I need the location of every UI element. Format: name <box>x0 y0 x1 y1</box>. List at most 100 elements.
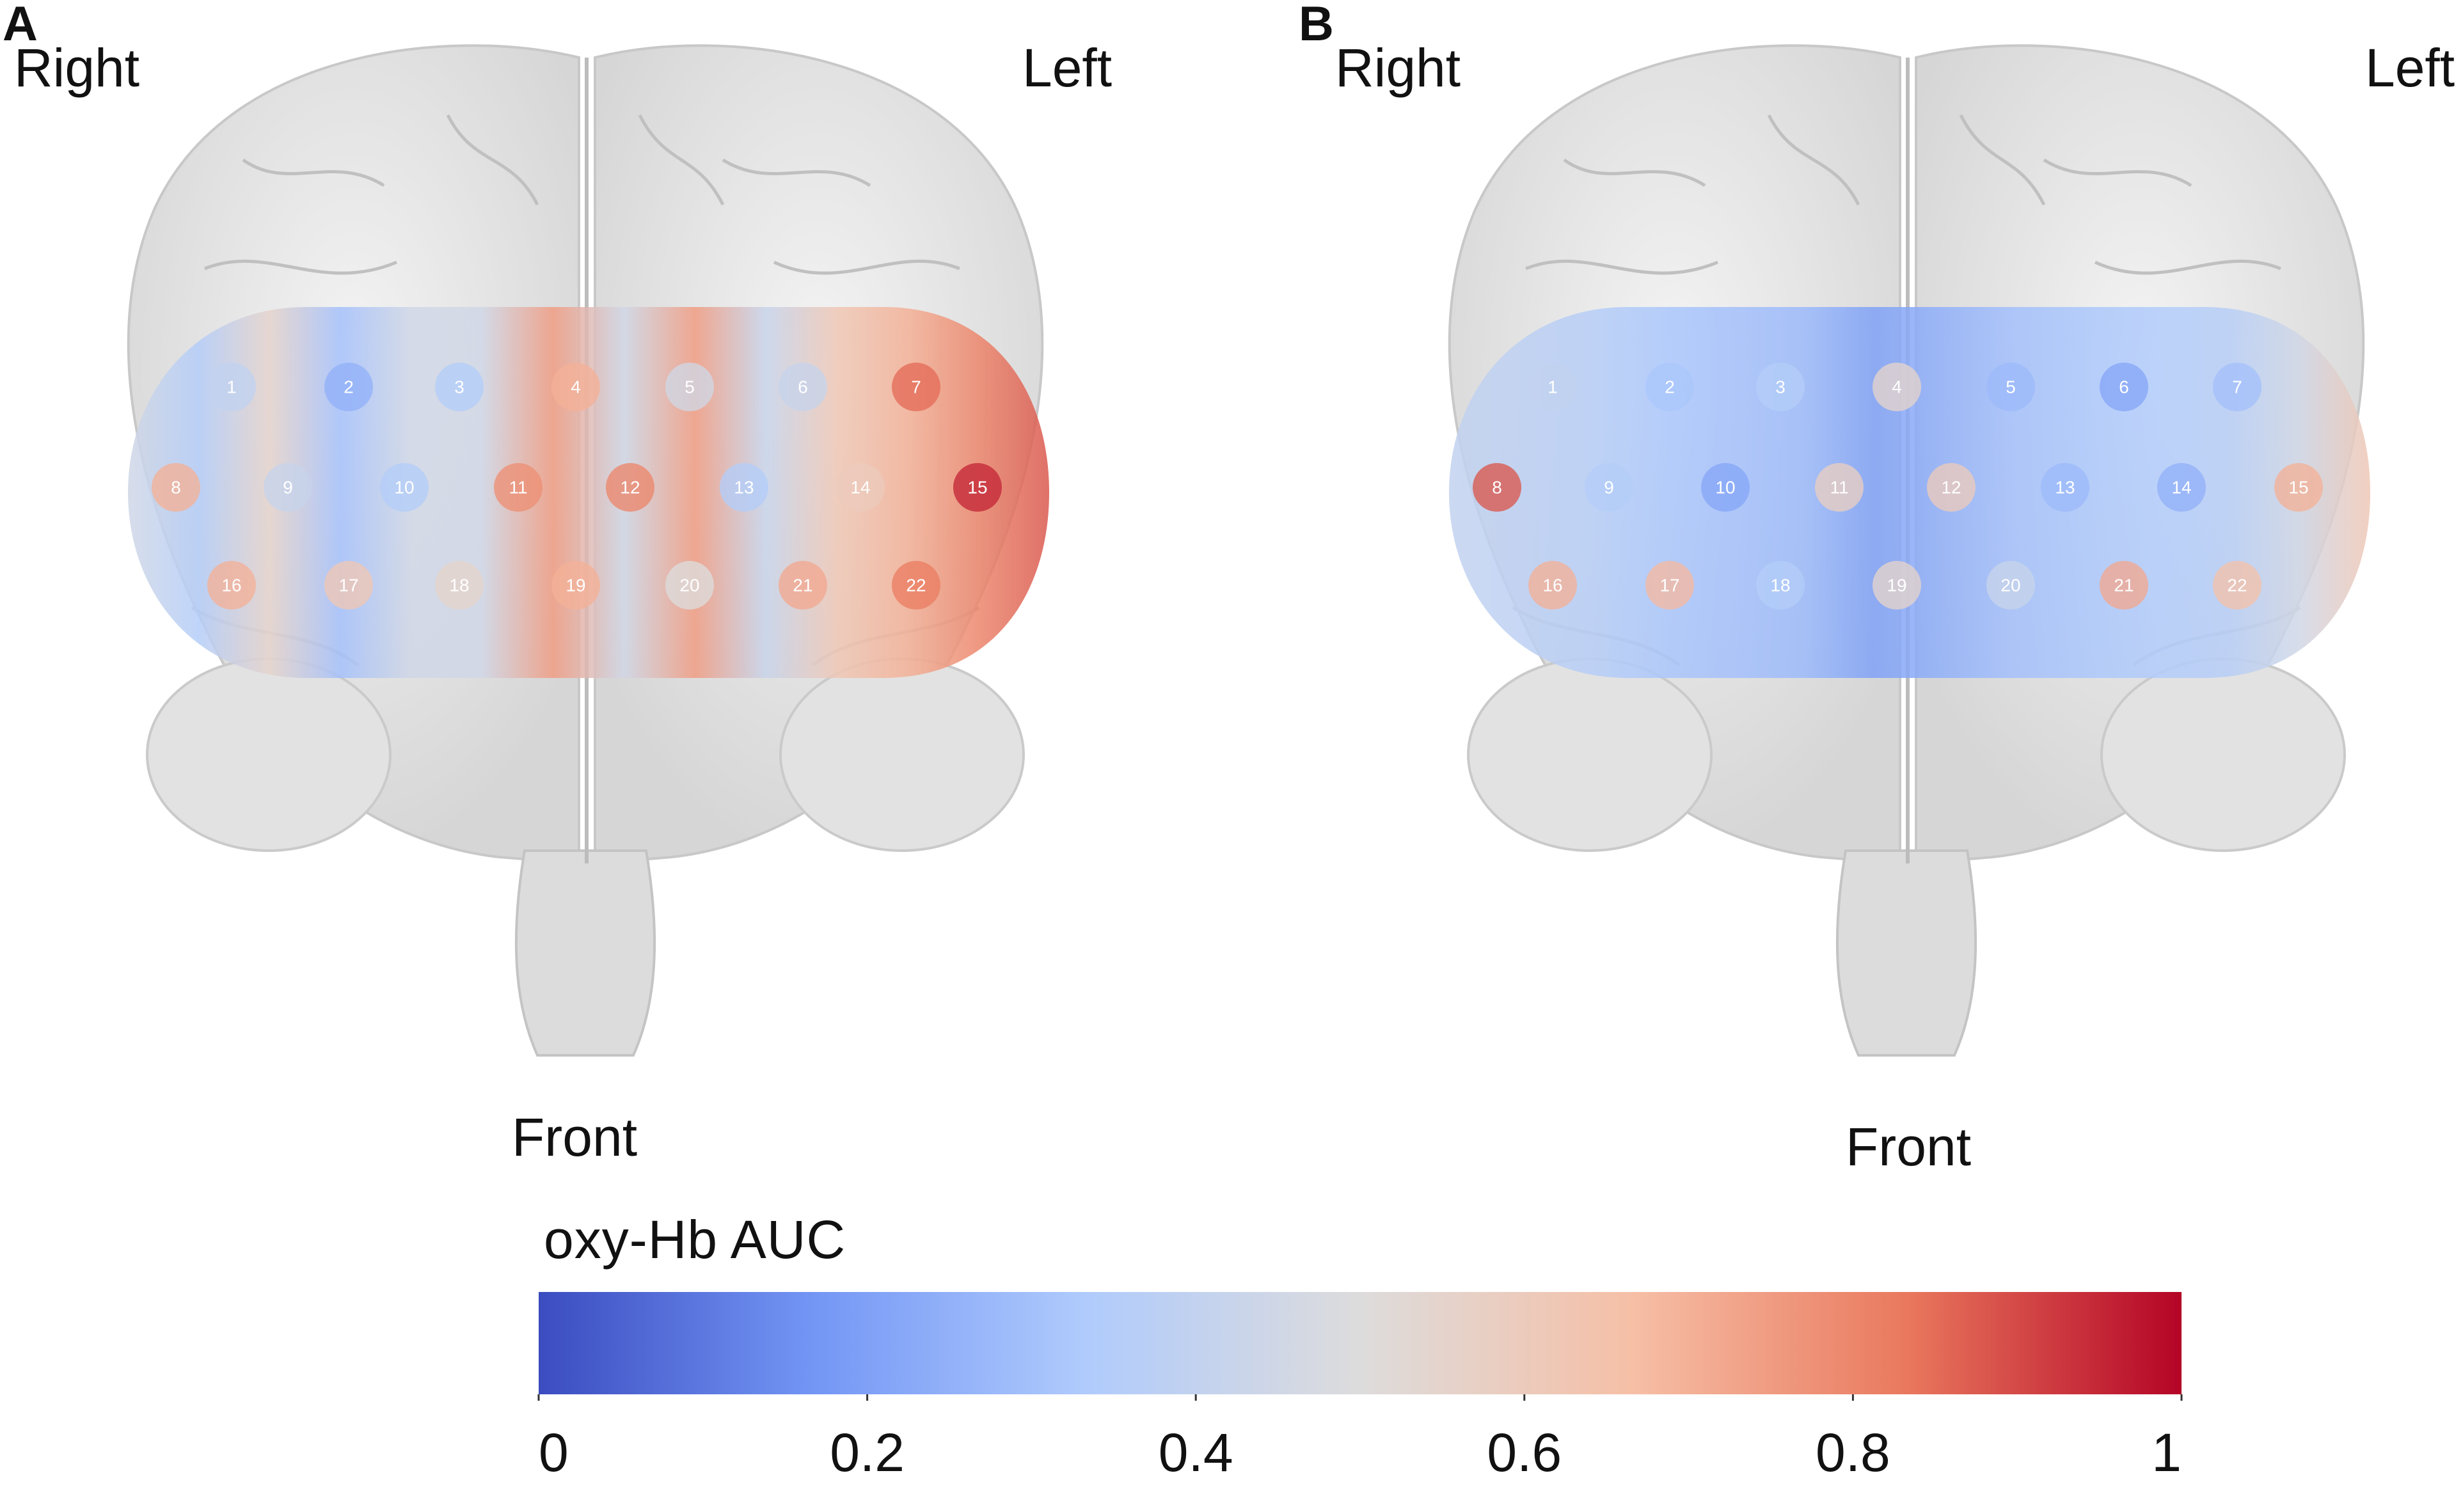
channel-marker <box>324 363 373 411</box>
channel-marker <box>2100 561 2148 610</box>
colorbar-tick-label: 0.2 <box>830 1422 905 1483</box>
channel-marker <box>953 463 1002 512</box>
channel-marker <box>892 561 940 610</box>
channel-marker <box>606 463 654 512</box>
channel-marker <box>1756 561 1805 610</box>
front-label: Front <box>512 1107 638 1167</box>
channel-marker <box>665 561 714 610</box>
channel-label: 21 <box>2114 576 2134 595</box>
channel-label: 11 <box>509 478 527 498</box>
channel-label: 15 <box>2288 478 2308 498</box>
channel-label: 3 <box>1775 377 1786 397</box>
channel-label: 10 <box>1715 478 1735 498</box>
channel-label: 17 <box>338 576 358 595</box>
channel-marker <box>2157 463 2206 512</box>
channel-label: 11 <box>1830 478 1848 498</box>
channel-label: 6 <box>798 377 808 397</box>
channel-marker <box>1473 463 1521 512</box>
channel-marker <box>2213 561 2261 610</box>
right-label: Right <box>14 38 140 98</box>
channel-label: 20 <box>679 576 699 595</box>
channel-label: 3 <box>454 377 464 397</box>
channel-marker <box>779 363 827 411</box>
channel-label: 14 <box>850 478 870 498</box>
channel-marker <box>1873 561 1921 610</box>
colorbar-tick-label: 0 <box>539 1422 569 1483</box>
channel-marker <box>1873 363 1921 411</box>
channel-marker <box>1701 463 1750 512</box>
channel-marker <box>892 363 940 411</box>
channel-marker <box>264 463 312 512</box>
right-label: Right <box>1335 38 1461 98</box>
channel-label: 1 <box>1548 377 1558 397</box>
channel-label: 10 <box>394 478 414 498</box>
channel-label: 13 <box>734 478 754 498</box>
channel-label: 16 <box>221 576 241 595</box>
colorbar-tick-label: 0.4 <box>1159 1422 1233 1483</box>
channel-label: 13 <box>2055 478 2075 498</box>
channel-marker <box>435 363 484 411</box>
channel-label: 5 <box>685 377 695 397</box>
channel-marker <box>2041 463 2089 512</box>
channel-label: 9 <box>283 478 293 498</box>
channel-marker <box>720 463 768 512</box>
channel-marker <box>1986 363 2035 411</box>
panel-letter: A <box>3 0 38 51</box>
channel-label: 20 <box>2000 576 2020 595</box>
channel-marker <box>152 463 200 512</box>
channel-marker <box>1585 463 1633 512</box>
colorbar-tick-label: 0.6 <box>1487 1422 1562 1483</box>
channel-label: 19 <box>566 576 585 595</box>
channel-marker <box>779 561 827 610</box>
channel-marker <box>324 561 373 610</box>
channel-marker <box>207 363 256 411</box>
channel-label: 14 <box>2171 478 2191 498</box>
front-label: Front <box>1846 1117 1972 1177</box>
channel-label: 17 <box>1659 576 1679 595</box>
channel-marker <box>435 561 484 610</box>
channel-marker <box>551 561 600 610</box>
channel-label: 15 <box>967 478 987 498</box>
channel-label: 5 <box>2006 377 2016 397</box>
channel-label: 18 <box>1770 576 1790 595</box>
channel-label: 2 <box>344 377 354 397</box>
channel-label: 2 <box>1665 377 1675 397</box>
colorbar-gradient <box>539 1292 2182 1394</box>
channel-marker <box>2213 363 2261 411</box>
channel-label: 6 <box>2119 377 2129 397</box>
channel-label: 1 <box>226 377 237 397</box>
channel-marker <box>1528 363 1577 411</box>
channel-marker <box>1756 363 1805 411</box>
channel-label: 21 <box>793 576 812 595</box>
channel-label: 16 <box>1542 576 1562 595</box>
colorbar-tick-label: 1 <box>2151 1422 2182 1483</box>
channel-marker <box>207 561 256 610</box>
channel-label: 18 <box>449 576 469 595</box>
channel-label: 7 <box>2232 377 2242 397</box>
left-label: Left <box>2365 38 2455 98</box>
channel-marker <box>836 463 885 512</box>
channel-marker <box>665 363 714 411</box>
channel-label: 19 <box>1887 576 1906 595</box>
colorbar-title: oxy-Hb AUC <box>544 1209 846 1270</box>
channel-marker <box>2274 463 2323 512</box>
channel-marker <box>1815 463 1864 512</box>
channel-label: 8 <box>1492 478 1502 498</box>
channel-label: 8 <box>171 478 181 498</box>
channel-label: 9 <box>1604 478 1614 498</box>
channel-label: 4 <box>571 377 581 397</box>
channel-marker <box>2100 363 2148 411</box>
channel-label: 22 <box>906 576 926 595</box>
channel-marker <box>1986 561 2035 610</box>
channel-marker <box>1645 363 1694 411</box>
left-label: Left <box>1022 38 1113 98</box>
channel-marker <box>380 463 429 512</box>
channel-label: 22 <box>2227 576 2247 595</box>
channel-label: 4 <box>1892 377 1902 397</box>
channel-label: 12 <box>620 478 640 498</box>
